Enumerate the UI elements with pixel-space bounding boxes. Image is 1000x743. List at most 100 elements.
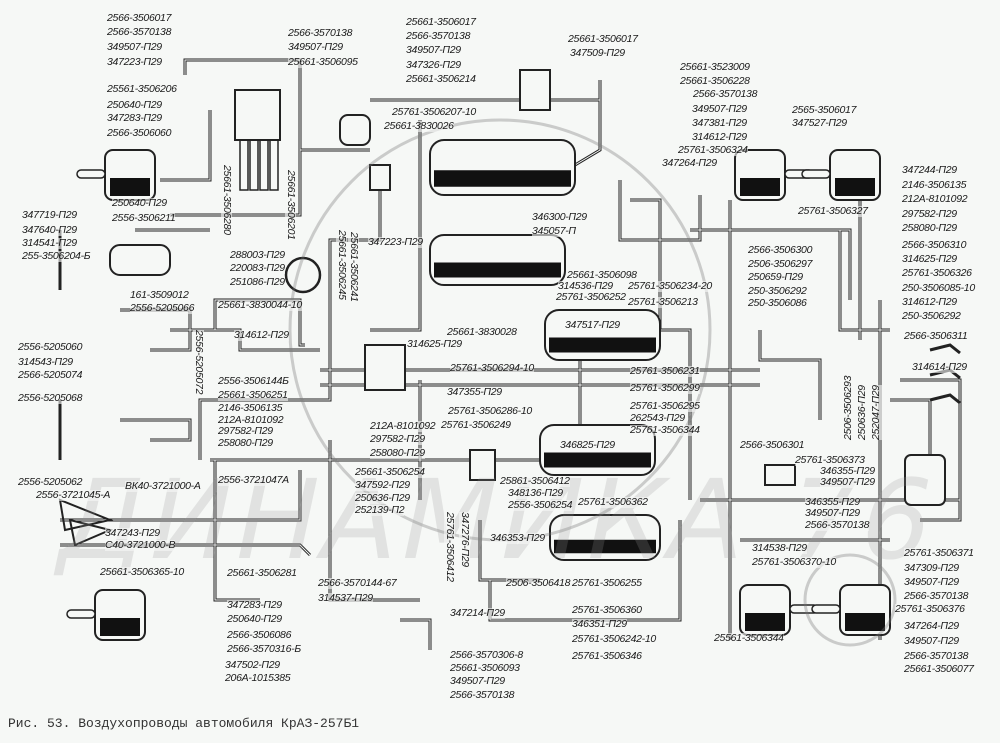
part-label: 25661-3523009 xyxy=(680,61,750,73)
part-label: 2566-3506300 xyxy=(748,244,813,256)
part-label: 2566-3506017 xyxy=(107,12,172,24)
part-label: 250-3506086 xyxy=(748,297,807,309)
part-label: 25661-3506095 xyxy=(288,56,358,68)
part-label: 2566-3570138 xyxy=(450,689,515,701)
part-label: 25661-3506017 xyxy=(568,33,638,45)
part-label: 250-3506085-10 xyxy=(902,282,975,294)
unloader-valve xyxy=(369,164,391,191)
part-label: 347243-П29 xyxy=(105,527,160,539)
part-label: 25861-3506412 xyxy=(500,475,570,487)
part-label: 2556-3506211 xyxy=(112,212,176,224)
air-pipe-inner xyxy=(690,229,851,300)
part-label: 349507-П29 xyxy=(904,576,959,588)
part-label: 25661-3506214 xyxy=(406,73,476,85)
pushrod xyxy=(811,604,841,614)
part-label: 288003-П29 xyxy=(230,249,285,261)
part-label: 25561-3506344 xyxy=(714,632,784,644)
part-label: 25761-3506327 xyxy=(798,205,868,217)
air-horn xyxy=(58,498,114,532)
tank-shading xyxy=(434,170,571,187)
part-label: 25661-3506241 xyxy=(348,232,360,302)
part-label: 25761-3506370-10 xyxy=(752,556,836,568)
air-pipe-inner xyxy=(759,330,821,420)
part-label: 2566-3570316-Б xyxy=(227,643,301,655)
brake-chamber-shading xyxy=(740,178,780,196)
air-pipe xyxy=(370,120,422,332)
brake-valve xyxy=(109,244,171,276)
part-label: 25761-3506371 xyxy=(904,547,974,559)
part-label: 348136-П29 xyxy=(508,487,563,499)
part-label: 349507-П29 xyxy=(820,476,875,488)
part-label: 314612-П29 xyxy=(902,296,957,308)
part-label: 220083-П29 xyxy=(230,262,285,274)
part-label: 346351-П29 xyxy=(572,618,627,630)
part-label: 25761-3506231 xyxy=(630,365,700,377)
part-label: 2556-3506144Б xyxy=(218,375,289,387)
part-label: 347264-П29 xyxy=(662,157,717,169)
part-label: 262543-П29 xyxy=(630,412,685,424)
air-pipe-inner xyxy=(329,440,420,601)
air-pipe-inner xyxy=(479,520,540,581)
part-label: 252139-П2 xyxy=(355,504,405,516)
part-label: 2566-3570138 xyxy=(288,27,353,39)
part-label: 347264-П29 xyxy=(904,620,959,632)
brake-chamber-shading xyxy=(110,178,150,196)
air-pipe xyxy=(758,330,822,420)
part-label: 2556-5205062 xyxy=(18,476,83,488)
condenser-tube xyxy=(259,139,269,191)
part-label: 25761-3506360 xyxy=(572,604,642,616)
brake-chamber-shading xyxy=(845,613,885,631)
part-label: 347527-П29 xyxy=(792,117,847,129)
part-label: 346355-П29 xyxy=(805,496,860,508)
condenser-tube xyxy=(239,139,249,191)
tank-shading xyxy=(434,262,561,278)
part-label: 314543-П29 xyxy=(18,356,73,368)
pressure-gauge xyxy=(284,256,322,294)
part-label: 349507-П29 xyxy=(904,635,959,647)
air-pipe xyxy=(160,110,212,182)
part-label: 255-3506204-Б xyxy=(22,250,91,262)
part-label: 25661-3830028 xyxy=(447,326,517,338)
part-label: 346825-П29 xyxy=(560,439,615,451)
part-label: 25761-3506324 xyxy=(678,144,748,156)
part-label: 25561-3506206 xyxy=(107,83,177,95)
part-label: 347502-П29 xyxy=(225,659,280,671)
part-label: С40-3721000-В xyxy=(105,539,176,551)
part-label: 25661-3506201 xyxy=(285,170,297,240)
tank-shading xyxy=(544,452,651,468)
air-pipe xyxy=(328,440,420,602)
trailer-brake-valve xyxy=(904,454,946,506)
air-pipe-inner xyxy=(199,190,381,460)
part-label: ВК40-3721000-А xyxy=(125,480,201,492)
part-label: 2146-3506135 xyxy=(902,179,967,191)
part-label: 347326-П29 xyxy=(406,59,461,71)
air-pipe-inner xyxy=(400,619,431,650)
part-label: 25761-3506255 xyxy=(572,577,642,589)
pushrod xyxy=(801,169,831,179)
part-label: 347223-П29 xyxy=(368,236,423,248)
figure-caption: Рис. 53. Воздухопроводы автомобиля КрАЗ-… xyxy=(8,716,360,731)
part-label: 314538-П29 xyxy=(752,542,807,554)
part-label: 250640-П29 xyxy=(112,197,167,209)
air-pipe-inner xyxy=(839,230,890,331)
part-label: 25761-3506286-10 xyxy=(448,405,532,417)
air-pipe-inner xyxy=(370,80,601,101)
part-label: 25761-3506294-10 xyxy=(450,362,534,374)
condenser-tube xyxy=(269,139,279,191)
air-pipe xyxy=(120,418,192,442)
part-label: 25661-3506245 xyxy=(336,230,348,300)
part-label: 25761-3506242-10 xyxy=(572,633,656,645)
part-label: 314612-П29 xyxy=(234,329,289,341)
part-label: 345057-П xyxy=(532,225,576,237)
part-label: 297582-П29 xyxy=(218,425,273,437)
part-label: 258080-П29 xyxy=(370,447,425,459)
part-label: 2565-3506017 xyxy=(792,104,857,116)
air-pipe xyxy=(400,618,432,650)
air-pipe-inner xyxy=(60,470,301,521)
part-label: 297582-П29 xyxy=(370,433,425,445)
pushrod xyxy=(66,609,96,619)
part-label: 2566-3570138 xyxy=(904,590,969,602)
protection-valve-block xyxy=(234,89,281,141)
part-label: 25661-3506017 xyxy=(406,16,476,28)
part-label: 2566-3506060 xyxy=(107,127,172,139)
